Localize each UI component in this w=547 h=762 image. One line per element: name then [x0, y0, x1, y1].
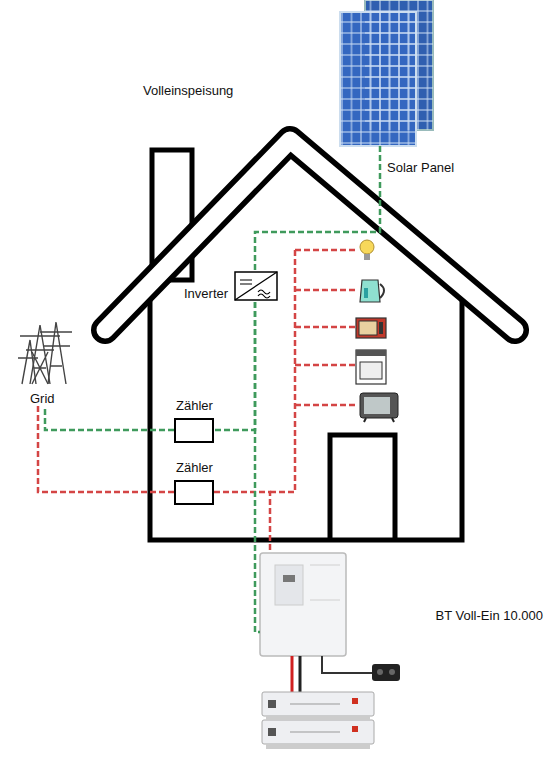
node-label: Zähler: [176, 398, 213, 414]
storage-inverter-device: [260, 553, 346, 656]
microwave-icon: [356, 318, 386, 338]
appliance-wiring: [270, 250, 358, 492]
diagram-title: Volleinspeisung: [143, 83, 233, 98]
roof: [105, 140, 515, 330]
battery-cable: [299, 656, 302, 692]
storage-inverter: BT Voll-Ein 10.000: [258, 553, 348, 657]
grid-tower-icon: [18, 322, 72, 384]
node-label: Inverter: [184, 286, 228, 302]
house-wall: [150, 280, 462, 540]
meter-box: Zähler: [174, 480, 214, 505]
inverter: Inverter: [180, 268, 280, 304]
node-label: Grid: [30, 391, 55, 407]
node-label: Zähler: [176, 460, 213, 476]
battery-cable: [291, 656, 294, 692]
node-label: BT Voll-Ein 10.000: [436, 608, 543, 624]
grid: Grid: [14, 314, 74, 406]
wire-connector: [214, 302, 255, 430]
kettle-icon: [360, 280, 384, 302]
door: [330, 435, 395, 540]
solar-panel: Solar Panel: [340, 0, 460, 182]
roof-inner: [105, 140, 515, 330]
node-label: Solar Panel: [387, 160, 454, 176]
tv-icon: [360, 393, 398, 422]
battery-stack: [262, 692, 374, 749]
wire-connector: [214, 492, 270, 553]
meter-box: Zähler: [174, 418, 214, 443]
wire-connector: [45, 406, 174, 430]
wire-connector: [255, 146, 380, 272]
solar-panel-icon: [340, 0, 433, 146]
bulb-icon: [360, 240, 374, 260]
socket-strip-icon: [372, 664, 400, 681]
oven-icon: [356, 350, 386, 384]
wire-connector: [38, 406, 174, 492]
inverter-symbol: [235, 272, 277, 300]
panel-cells: [340, 12, 416, 146]
socket-cable: [322, 656, 372, 673]
wire-connector: [255, 302, 260, 632]
